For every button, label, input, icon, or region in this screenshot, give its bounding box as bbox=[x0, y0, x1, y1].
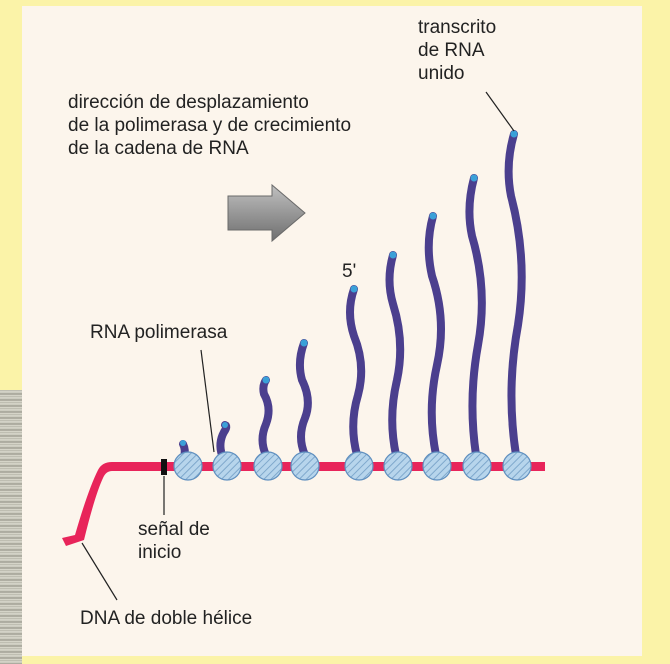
polymerase-6 bbox=[384, 452, 412, 480]
rna-5-prime-tips bbox=[180, 131, 518, 447]
polymerase-3 bbox=[254, 452, 282, 480]
rna-strand-3 bbox=[263, 380, 269, 455]
polymerase-label: RNA polimerasa bbox=[90, 321, 227, 344]
rna-strand-6 bbox=[390, 255, 401, 455]
polymerase-7 bbox=[423, 452, 451, 480]
rna-strand-2 bbox=[220, 425, 226, 455]
polymerase-2 bbox=[213, 452, 241, 480]
rna-strand-8 bbox=[469, 178, 481, 455]
leader-polymerase bbox=[201, 350, 214, 452]
polymerase-1 bbox=[174, 452, 202, 480]
direction-label: dirección de desplazamiento de la polime… bbox=[68, 91, 351, 160]
transcript-label: transcrito de RNA unido bbox=[418, 16, 496, 85]
dna-label: DNA de doble hélice bbox=[80, 607, 252, 630]
direction-arrow bbox=[228, 185, 305, 241]
leader-dna bbox=[82, 543, 117, 600]
rna-strand-9 bbox=[509, 134, 522, 455]
polymerase-4 bbox=[291, 452, 319, 480]
rna-strand-7 bbox=[429, 216, 441, 455]
leader-transcript bbox=[486, 92, 514, 131]
rna-transcripts bbox=[183, 134, 522, 457]
start-signal-label: señal de inicio bbox=[138, 518, 210, 564]
polymerase-9 bbox=[503, 452, 531, 480]
five-prime-label: 5' bbox=[342, 260, 356, 283]
rna-polymerases bbox=[174, 452, 531, 480]
rna-strand-4 bbox=[300, 343, 308, 455]
polymerase-8 bbox=[463, 452, 491, 480]
polymerase-5 bbox=[345, 452, 373, 480]
start-signal-mark bbox=[161, 459, 167, 475]
rna-strand-5 bbox=[350, 289, 361, 455]
